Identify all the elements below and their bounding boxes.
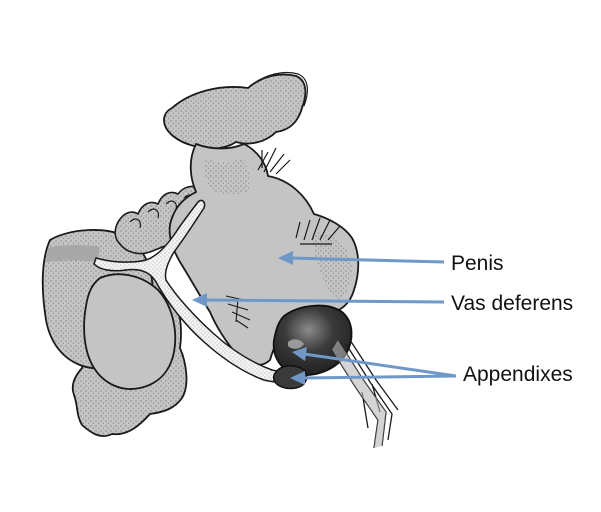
hair-tuft-upper	[257, 147, 291, 175]
front-lobe	[83, 273, 177, 390]
left-lobe-band	[46, 244, 100, 262]
appendix-arrow-upper	[303, 352, 457, 378]
main-body-shade	[203, 158, 251, 195]
vas-arrow	[203, 298, 445, 304]
small-tuft	[225, 295, 251, 329]
appendix-arrowhead-upper	[292, 347, 307, 361]
label-vas-deferens: Vas deferens	[451, 292, 574, 315]
penis-arrow	[289, 256, 445, 264]
right-body-shade	[313, 232, 352, 302]
vas-arrowhead	[192, 293, 207, 307]
upper-cap	[163, 73, 307, 150]
coil-lines	[129, 194, 195, 229]
fiber-fill	[332, 340, 386, 448]
appendix-arrowhead-lower	[290, 371, 305, 385]
vas-deferens-duct	[93, 199, 301, 383]
appendix-highlight	[288, 339, 304, 349]
hair-tuft-middle	[295, 217, 341, 245]
dark-bulb	[272, 304, 353, 376]
penis-arrowhead	[278, 251, 293, 265]
label-appendixes: Appendixes	[463, 363, 573, 386]
small-appendix	[272, 365, 308, 390]
appendix-arrow-lower	[301, 374, 457, 380]
upper-cap-edge	[249, 71, 308, 107]
arrows	[192, 251, 457, 385]
label-penis: Penis	[451, 252, 504, 275]
